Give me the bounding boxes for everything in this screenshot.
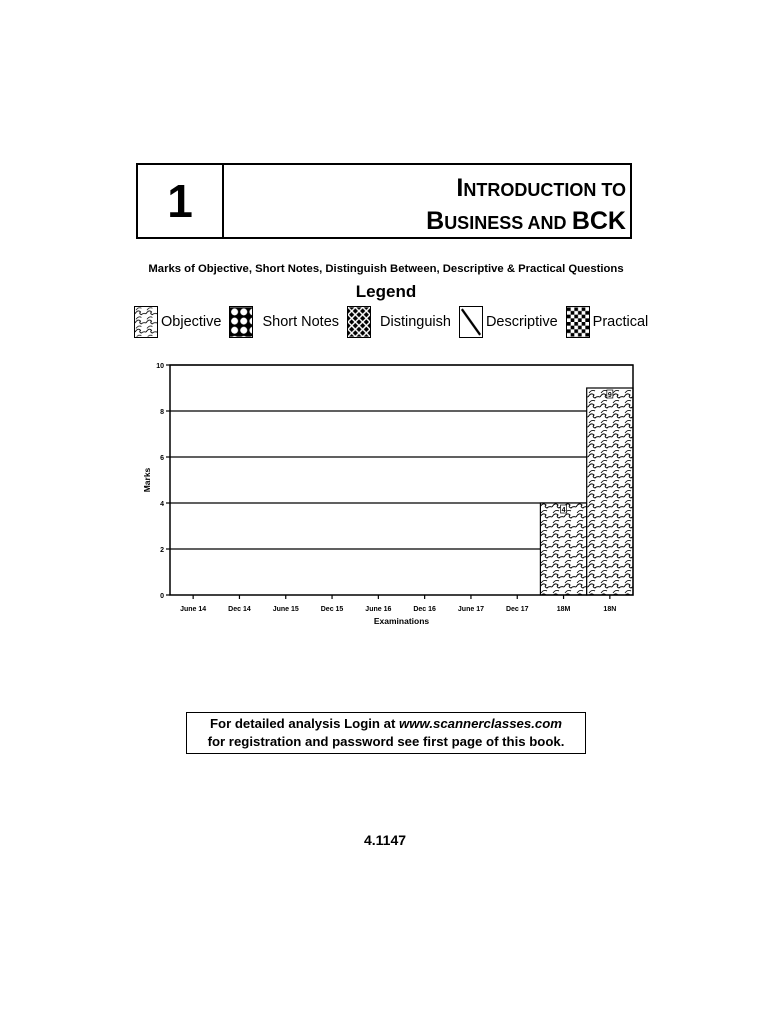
x-tick-label: June 14 bbox=[180, 606, 206, 613]
y-tick-label: 6 bbox=[160, 455, 164, 462]
diagonal-line-icon bbox=[458, 306, 483, 338]
y-axis-label: Marks bbox=[142, 467, 152, 492]
chapter-number: 1 bbox=[138, 165, 224, 237]
legend: Objective Short Notes Distinguish Descri… bbox=[134, 305, 656, 339]
plot-frame bbox=[169, 364, 634, 596]
x-tick-label: Dec 15 bbox=[321, 606, 344, 613]
x-axis-label: Examinations bbox=[374, 616, 430, 626]
bar-objective bbox=[539, 502, 588, 596]
x-tick-label: June 16 bbox=[365, 606, 391, 613]
x-tick-label: Dec 14 bbox=[228, 606, 251, 613]
legend-title: Legend bbox=[355, 282, 417, 301]
y-tick-label: 10 bbox=[156, 363, 164, 370]
website-link: www.scannerclasses.com bbox=[399, 716, 563, 731]
x-tick-label: 18N bbox=[603, 606, 616, 613]
legend-item-distinguish: Distinguish bbox=[347, 306, 455, 338]
legend-item-practical: Practical bbox=[565, 306, 653, 338]
y-tick-label: 2 bbox=[160, 547, 164, 554]
y-tick-label: 0 bbox=[160, 593, 164, 600]
checkerboard-icon bbox=[565, 306, 590, 338]
waves-icon bbox=[134, 306, 158, 338]
chapter-title: INTRODUCTION TO BUSINESS AND BCK bbox=[426, 174, 626, 235]
bar-objective bbox=[586, 387, 634, 596]
x-tick-label: 18M bbox=[557, 606, 571, 613]
legend-item-objective: Objective bbox=[134, 306, 225, 338]
chapter-header: 1 INTRODUCTION TO BUSINESS AND BCK bbox=[136, 163, 632, 239]
x-tick-label: Dec 16 bbox=[413, 606, 436, 613]
y-tick-label: 4 bbox=[160, 501, 164, 508]
y-tick-label: 8 bbox=[160, 409, 164, 416]
x-tick-label: June 15 bbox=[273, 606, 299, 613]
login-notice: For detailed analysis Login at www.scann… bbox=[186, 712, 586, 754]
x-tick-label: June 17 bbox=[458, 606, 484, 613]
page-number: 4.1147 bbox=[363, 832, 407, 848]
legend-item-descriptive: Descriptive bbox=[458, 306, 562, 338]
bar-value-label: 4 bbox=[562, 507, 566, 514]
weave-icon bbox=[347, 306, 372, 338]
honeycomb-icon bbox=[229, 306, 254, 338]
bar-value-label: 9 bbox=[608, 392, 612, 399]
legend-item-short-notes: Short Notes bbox=[229, 306, 343, 338]
x-tick-label: Dec 17 bbox=[506, 606, 529, 613]
chart-subtitle: Marks of Objective, Short Notes, Disting… bbox=[148, 263, 624, 275]
